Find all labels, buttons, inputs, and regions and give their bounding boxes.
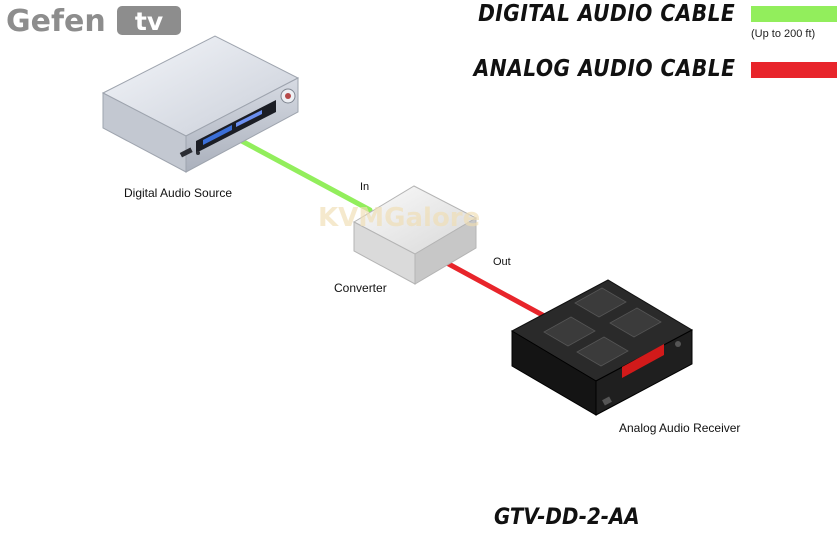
model-number: GTV-DD-2-AA — [494, 505, 640, 530]
converter-label: Converter — [334, 281, 387, 295]
digital-audio-cable — [235, 136, 373, 213]
analog-audio-cable — [442, 259, 551, 321]
watermark: KVMGalore — [318, 203, 480, 233]
gefen-tv-logo: Gefen tv — [6, 4, 181, 39]
converter-device — [352, 185, 478, 285]
analog-cable-swatch — [751, 62, 837, 78]
digital-audio-source-label: Digital Audio Source — [124, 186, 232, 200]
digital-audio-source-device — [101, 35, 300, 173]
digital-cable-note: (Up to 200 ft) — [751, 28, 816, 40]
converter-out-label: Out — [493, 256, 511, 268]
brand-suffix-box — [117, 6, 181, 35]
converter-in-label: In — [360, 181, 369, 193]
brand-suffix: tv — [135, 7, 163, 36]
analog-audio-receiver-device — [510, 279, 694, 416]
digital-cable-swatch — [751, 6, 837, 22]
analog-cable-legend-label: ANALOG AUDIO CABLE — [473, 56, 735, 82]
digital-cable-legend-label: DIGITAL AUDIO CABLE — [477, 1, 735, 27]
brand-name: Gefen — [6, 4, 106, 39]
analog-audio-receiver-label: Analog Audio Receiver — [619, 421, 740, 435]
